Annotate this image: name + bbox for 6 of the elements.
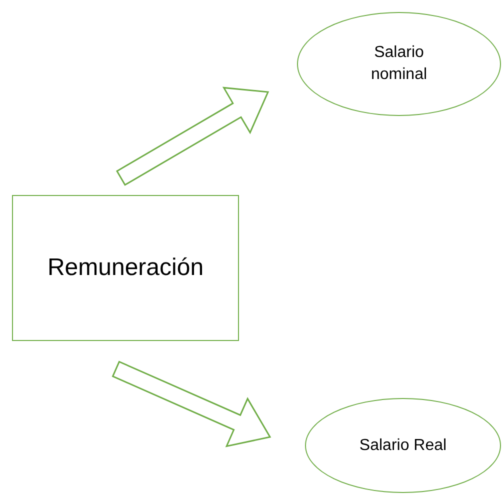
node-label: Remuneración	[47, 252, 204, 283]
node-label: Salario nominal	[370, 43, 428, 85]
rectangle-node	[12, 195, 239, 341]
node-label: Salario Real	[359, 436, 447, 456]
block-arrow	[116, 86, 270, 186]
block-arrow	[112, 360, 272, 448]
